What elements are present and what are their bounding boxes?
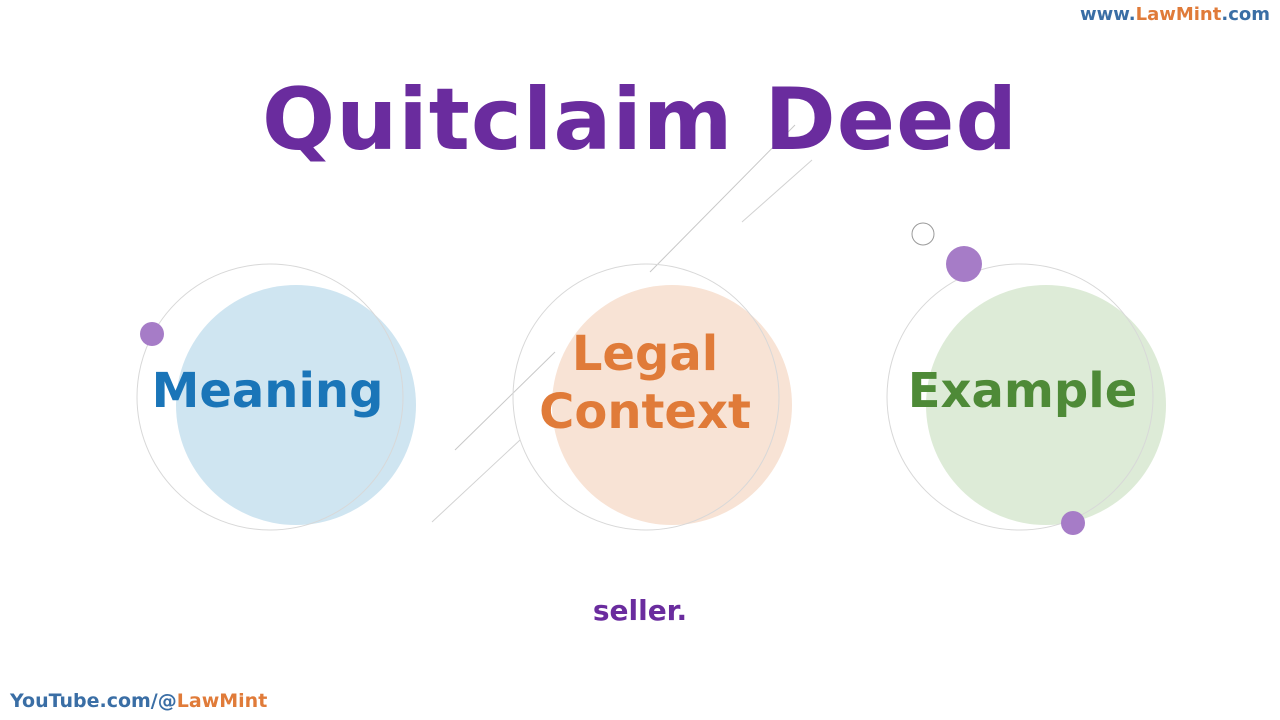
accent-dot xyxy=(140,322,164,346)
youtube-brand: LawMint xyxy=(176,690,268,712)
youtube-watermark: YouTube.com/@LawMint xyxy=(10,690,267,712)
watermark-brand: LawMint xyxy=(1135,4,1222,25)
topic-legal-line2: Context xyxy=(539,384,751,440)
topic-legal-context: Legal Context xyxy=(515,325,775,441)
caption-text: seller. xyxy=(592,594,688,627)
decor-line xyxy=(431,439,521,523)
topic-legal-line1: Legal xyxy=(571,326,719,382)
youtube-prefix: YouTube.com/@ xyxy=(10,690,177,712)
website-watermark: www.LawMint.com xyxy=(1080,4,1270,25)
watermark-prefix: www. xyxy=(1080,4,1136,25)
slide-title: Quitclaim Deed xyxy=(261,70,1019,170)
accent-dot xyxy=(1061,511,1085,535)
accent-ring xyxy=(911,222,935,246)
accent-dot xyxy=(946,246,982,282)
topic-meaning: Meaning xyxy=(151,363,384,419)
topic-example: Example xyxy=(907,363,1138,419)
watermark-suffix: .com xyxy=(1221,4,1270,25)
